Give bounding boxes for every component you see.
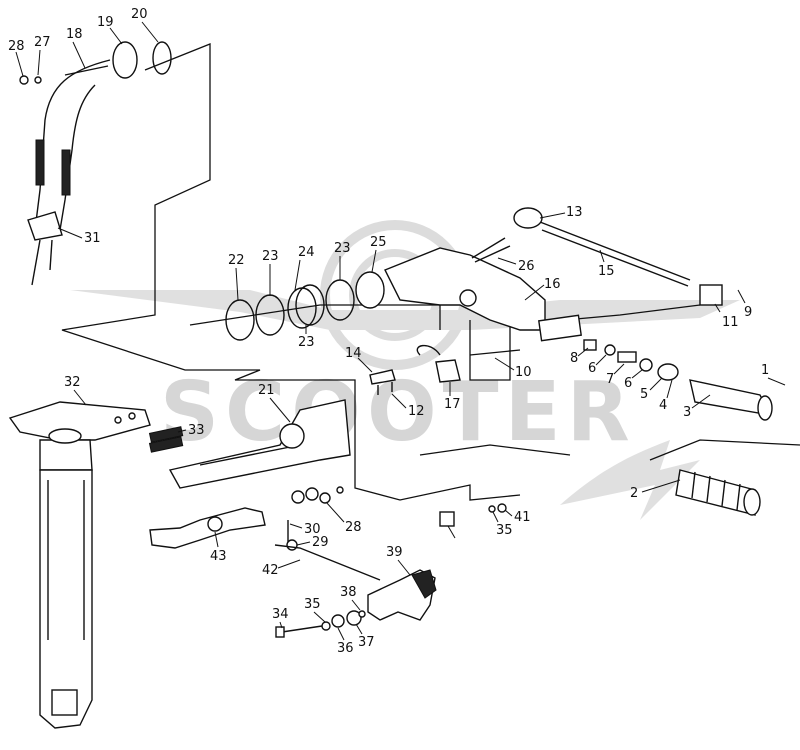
callout-2: 2: [630, 486, 638, 501]
callout-30: 30: [304, 522, 321, 537]
callout-5: 5: [640, 387, 648, 402]
callout-6-a: 6: [588, 361, 596, 376]
brake-lever: [367, 569, 437, 621]
callout-20: 20: [131, 7, 148, 22]
callout-22: 22: [228, 253, 245, 268]
callout-36: 36: [337, 641, 354, 656]
handle-housing: [384, 237, 582, 342]
steering-column: [8, 401, 151, 729]
assembly-frame-lines: [61, 43, 800, 501]
throttle-tube: [689, 379, 773, 421]
callout-27: 27: [34, 35, 51, 50]
callout-12: 12: [408, 404, 425, 419]
callout-16: 16: [544, 277, 561, 292]
callout-14: 14: [345, 346, 362, 361]
callout-39: 39: [386, 545, 403, 560]
callout-13: 13: [566, 205, 583, 220]
callout-19: 19: [97, 15, 114, 30]
callout-28-mid: 28: [345, 520, 362, 535]
switch-and-screws: [369, 344, 461, 395]
callout-23-c: 23: [298, 335, 315, 350]
callout-32: 32: [64, 375, 81, 390]
cable-assembly: [19, 41, 172, 286]
callout-8: 8: [570, 351, 578, 366]
callout-28-top: 28: [8, 39, 25, 54]
switch-block: [699, 284, 723, 306]
callout-4: 4: [659, 398, 667, 413]
callout-35-right: 35: [496, 523, 513, 538]
callout-23-a: 23: [262, 249, 279, 264]
callout-6-b: 6: [624, 376, 632, 391]
rubber-grip: [675, 469, 761, 516]
callout-41: 41: [514, 510, 531, 525]
callout-37: 37: [358, 635, 375, 650]
lever-rod-assembly: [149, 507, 266, 549]
callout-7: 7: [606, 372, 614, 387]
callout-31: 31: [84, 231, 101, 246]
callout-26: 26: [518, 259, 535, 274]
bolt-stack: [275, 610, 366, 638]
callout-35-left: 35: [304, 597, 321, 612]
callout-42: 42: [262, 563, 279, 578]
grip-hardware: [583, 339, 679, 381]
callout-34: 34: [272, 607, 289, 622]
right-hardware: [439, 503, 507, 527]
watermark-swoosh: [560, 440, 700, 520]
handlebar-bracket: [168, 399, 351, 489]
callout-43: 43: [210, 549, 227, 564]
callout-24: 24: [298, 245, 315, 260]
callout-18: 18: [66, 27, 83, 42]
callouts: 28 27 18 19 20 31 13 15 26 16 9 11 22 23…: [8, 7, 786, 656]
watermark-text: SCOOTER: [160, 365, 636, 460]
callout-21: 21: [258, 383, 275, 398]
callout-1: 1: [761, 363, 769, 378]
callout-10-top: 10: [515, 365, 532, 380]
callout-38: 38: [340, 585, 357, 600]
callout-17: 17: [444, 397, 461, 412]
callout-23-b: 23: [334, 241, 351, 256]
callout-3: 3: [683, 405, 691, 420]
callout-15: 15: [598, 264, 615, 279]
cable-rod: [274, 544, 381, 581]
callout-11: 11: [722, 315, 739, 330]
callout-29: 29: [312, 535, 329, 550]
callout-33: 33: [188, 423, 205, 438]
callout-9: 9: [744, 305, 752, 320]
ring-stack: [225, 271, 385, 341]
callout-25: 25: [370, 235, 387, 250]
